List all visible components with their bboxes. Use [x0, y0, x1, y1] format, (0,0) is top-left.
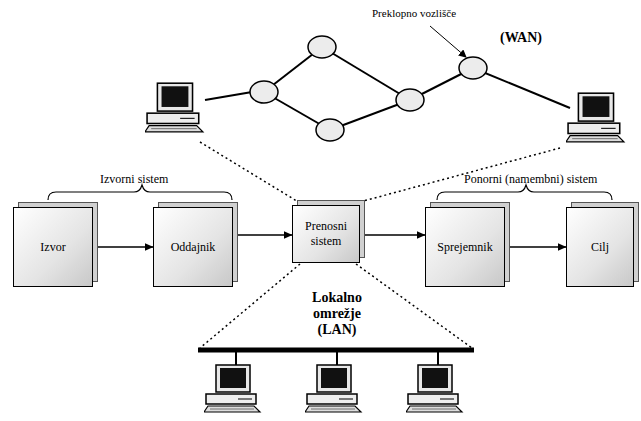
- flow-arrow: [360, 234, 425, 236]
- label-text: Lokalno omrežje (LAN): [297, 290, 377, 338]
- label-text: Preklopno vozlišče: [372, 7, 456, 19]
- process-box: Izvor: [13, 207, 93, 287]
- flow-arrow: [93, 246, 153, 248]
- box-label: Izvor: [40, 240, 65, 255]
- flow-arrow: [505, 246, 566, 248]
- box-label: Cilj: [591, 240, 609, 255]
- flow-arrow: [233, 234, 292, 236]
- label-text: Ponorni (namembni) sistem: [464, 172, 597, 187]
- process-box: Cilj: [566, 207, 634, 287]
- process-box: Prenosni sistem: [292, 205, 360, 263]
- label-text: (WAN): [500, 30, 542, 46]
- box-label: Oddajnik: [171, 240, 216, 255]
- label-text: Izvorni sistem: [100, 172, 168, 187]
- box-label: Sprejemnik: [437, 240, 492, 255]
- process-box: Sprejemnik: [425, 207, 505, 287]
- process-box: Oddajnik: [153, 207, 233, 287]
- box-label: Prenosni sistem: [297, 219, 355, 249]
